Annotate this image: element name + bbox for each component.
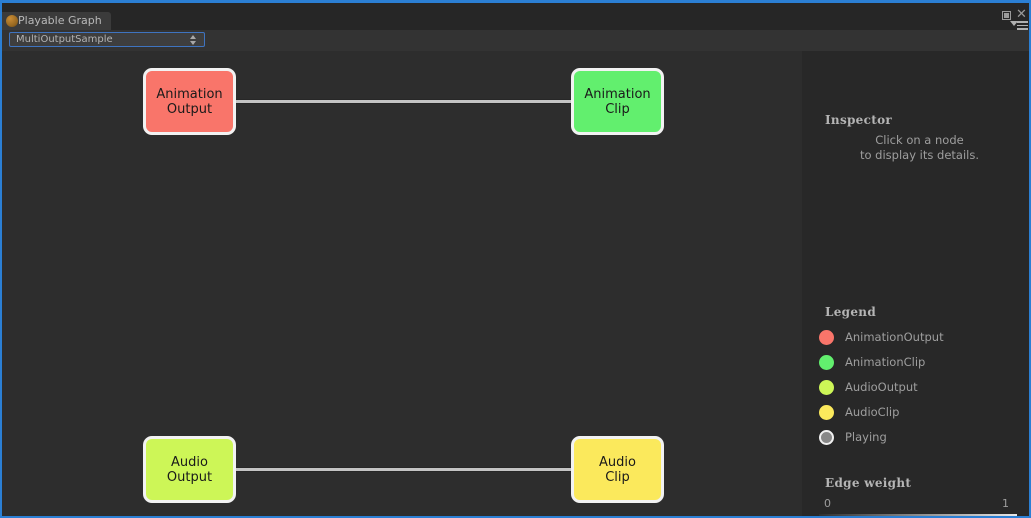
sidebar-panel: Inspector Click on a node to display its… <box>802 51 1029 516</box>
legend-item-label: AudioOutput <box>845 380 918 394</box>
legend-swatch-icon <box>819 380 834 395</box>
edge-weight-title: Edge weight <box>825 476 912 490</box>
legend-title: Legend <box>825 305 877 319</box>
graph-node-animation-clip[interactable]: Animation Clip <box>571 68 664 135</box>
legend-item: AudioOutput <box>819 378 1019 398</box>
graph-node-label: Animation Clip <box>584 86 651 117</box>
close-icon[interactable]: ✕ <box>1016 7 1027 22</box>
legend-swatch-icon <box>819 430 834 445</box>
legend-item: AnimationOutput <box>819 328 1019 348</box>
legend-item: AnimationClip <box>819 353 1019 373</box>
graph-edge[interactable] <box>236 100 571 103</box>
filter-menu-icon[interactable] <box>1010 21 1028 30</box>
menu-bar-2 <box>1017 24 1028 26</box>
window-titlebar: Playable Graph ✕ <box>2 3 1029 30</box>
graph-node-audio-output[interactable]: Audio Output <box>143 436 236 503</box>
tab-playable-graph[interactable]: Playable Graph <box>2 12 111 30</box>
graph-edge[interactable] <box>236 468 571 471</box>
chevron-updown-icon <box>190 35 197 46</box>
edge-weight-gradient-bar <box>819 514 1017 516</box>
funnel-icon <box>1010 21 1018 26</box>
legend-item-label: AnimationOutput <box>845 330 944 344</box>
inspector-title: Inspector <box>825 113 892 127</box>
legend-item-label: AudioClip <box>845 405 900 419</box>
menu-bar-3 <box>1017 28 1028 30</box>
graph-node-label: Audio Output <box>166 454 213 485</box>
edge-weight-max-label: 1 <box>1002 497 1009 510</box>
tab-label: Playable Graph <box>18 14 102 27</box>
legend-item: AudioClip <box>819 403 1019 423</box>
maximize-icon[interactable] <box>1002 11 1011 20</box>
legend-swatch-icon <box>819 355 834 370</box>
playable-graph-icon <box>6 15 18 27</box>
graph-select-dropdown[interactable]: MultiOutputSample <box>9 32 205 47</box>
graph-node-label: Audio Clip <box>599 454 636 485</box>
legend-item: Playing <box>819 428 1019 448</box>
graph-node-label: Animation Output <box>156 86 223 117</box>
legend-item-label: Playing <box>845 430 887 444</box>
inspector-empty-message: Click on a node to display its details. <box>859 133 979 162</box>
graph-node-audio-clip[interactable]: Audio Clip <box>571 436 664 503</box>
legend-item-label: AnimationClip <box>845 355 926 369</box>
legend-swatch-icon <box>819 405 834 420</box>
legend-swatch-icon <box>819 330 834 345</box>
edge-weight-min-label: 0 <box>824 497 831 510</box>
graph-toolbar: MultiOutputSample <box>2 30 1029 51</box>
menu-bar-1 <box>1017 21 1028 23</box>
graph-select-value: MultiOutputSample <box>16 34 113 45</box>
graph-node-animation-output[interactable]: Animation Output <box>143 68 236 135</box>
